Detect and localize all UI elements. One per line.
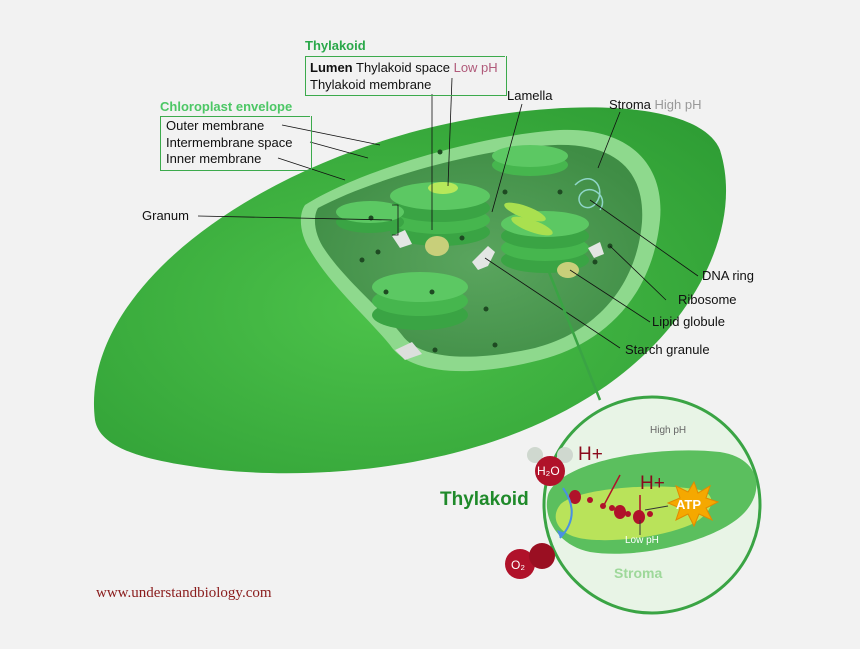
starch-granule-label: Starch granule xyxy=(625,342,710,357)
lamella-sheets xyxy=(504,202,553,236)
oxygen-atom-2 xyxy=(529,543,555,569)
lipid-globule-2 xyxy=(557,262,579,278)
lumen-label: Lumen xyxy=(310,60,353,75)
water-molecule xyxy=(535,456,565,486)
envelope-heading: Chloroplast envelope xyxy=(160,99,293,114)
inset-thylakoid-label: Thylakoid xyxy=(440,489,529,510)
inset-h-plus-2: H+ xyxy=(640,473,665,494)
lipid-globule xyxy=(425,236,449,256)
inner-membrane-label: Inner membrane xyxy=(166,151,262,166)
dna-ring-label: DNA ring xyxy=(702,268,755,283)
oxygen-label: O₂ xyxy=(511,558,525,572)
granum-stack-1 xyxy=(390,182,490,246)
envelope-box-top xyxy=(160,116,310,117)
stroma-label: Stroma xyxy=(609,97,651,112)
atp-label: ATP xyxy=(676,497,702,512)
inset-lumen xyxy=(555,486,712,541)
granum-stack-3 xyxy=(372,272,468,330)
inset-high-ph: High pH xyxy=(650,425,687,436)
water-molecule-h1 xyxy=(527,447,543,463)
thylakoid-box-top xyxy=(305,56,505,57)
water-label: H₂O xyxy=(537,464,560,478)
ribosomes xyxy=(359,149,613,353)
dna-ring xyxy=(574,178,604,211)
lamella-label: Lamella xyxy=(507,88,553,103)
envelope-box xyxy=(160,116,312,171)
inset-low-ph: Low pH xyxy=(625,535,659,546)
granum-label: Granum xyxy=(142,208,189,223)
starch-granule-3 xyxy=(395,342,422,360)
stroma-row: Stroma High pH xyxy=(609,97,702,113)
thylakoid-space-label: Thylakoid space xyxy=(356,60,450,75)
starch-granule xyxy=(472,246,495,270)
inset-stroma: Stroma xyxy=(614,565,663,581)
stroma-high-ph-label: High pH xyxy=(654,97,702,112)
website-credit: www.understandbiology.com xyxy=(96,585,272,601)
leader-lines xyxy=(197,77,699,349)
ribosome-label: Ribosome xyxy=(678,292,737,307)
starch-granule-4 xyxy=(588,242,604,258)
low-ph-label: Low pH xyxy=(453,60,498,75)
thylakoid-heading: Thylakoid xyxy=(305,38,366,53)
electron-chain xyxy=(569,490,653,524)
starch-granule-2 xyxy=(392,230,412,248)
water-molecule-h2 xyxy=(557,447,573,463)
thylakoid-box xyxy=(305,56,507,96)
thylakoid-membrane-label: Thylakoid membrane xyxy=(310,77,432,92)
inset-h-plus-1: H+ xyxy=(578,444,603,465)
atp-burst xyxy=(666,480,720,528)
lipid-globule-label: Lipid globule xyxy=(652,314,726,329)
oxygen-atom-1 xyxy=(505,549,535,579)
outer-membrane-label: Outer membrane xyxy=(166,118,265,133)
granum-stack-5 xyxy=(492,145,568,176)
lumen-row: Lumen Thylakoid space Low pH xyxy=(310,60,498,76)
granum-stack-4 xyxy=(336,201,404,233)
intermembrane-space-label: Intermembrane space xyxy=(166,135,293,150)
